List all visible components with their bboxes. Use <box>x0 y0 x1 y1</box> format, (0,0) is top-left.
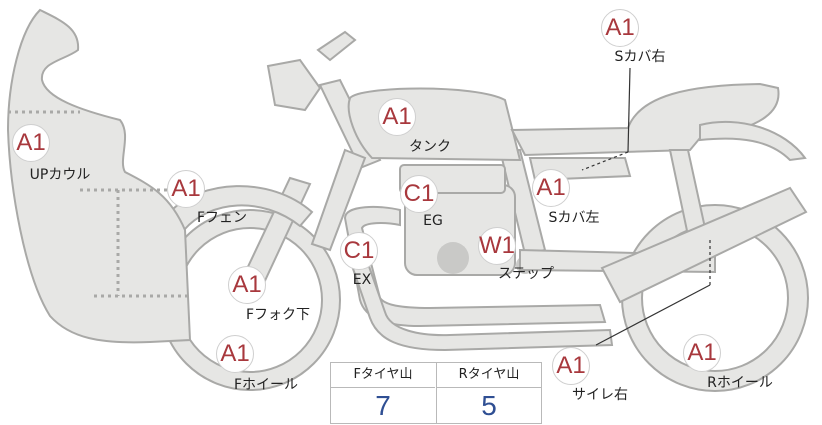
exhaust-pipe-lower <box>348 253 614 352</box>
grade-badge-exhaust[interactable]: C1 <box>340 232 378 270</box>
grade-badge-step[interactable]: W1 <box>478 227 516 265</box>
muffler-shape <box>600 186 808 304</box>
part-label-r-wheel: Rホイール <box>707 375 773 391</box>
front-tread-value: 7 <box>375 390 391 421</box>
part-label-engine: EG <box>423 213 443 229</box>
rear-fender <box>699 121 807 162</box>
grade-badge-r-wheel[interactable]: A1 <box>683 334 721 372</box>
grade-badge-muffler-right[interactable]: A1 <box>552 347 590 385</box>
handlebar <box>316 30 357 62</box>
grade-badge-f-fork-lower[interactable]: A1 <box>228 266 266 304</box>
grade-badge-f-wheel[interactable]: A1 <box>216 335 254 373</box>
part-label-step: ステップ <box>498 266 554 282</box>
part-label-tank: タンク <box>409 139 451 155</box>
muffler-right-leader <box>595 284 711 346</box>
tire-tread-table: Fタイヤ山 7 Rタイヤ山 5 <box>330 362 542 424</box>
rear-tread-column: Rタイヤ山 5 <box>436 363 541 423</box>
grade-badge-s-cover-left[interactable]: A1 <box>532 169 570 207</box>
front-tread-column: Fタイヤ山 7 <box>331 363 435 423</box>
seat <box>510 82 780 157</box>
part-label-s-cover-left: Sカバ左 <box>548 210 600 226</box>
rear-tread-value: 5 <box>481 390 497 421</box>
rear-tread-header: Rタイヤ山 <box>437 363 541 388</box>
part-label-f-fender: Fフェン <box>196 210 248 226</box>
part-label-s-cover-right: Sカバ右 <box>614 49 666 65</box>
grade-badge-s-cover-right[interactable]: A1 <box>601 9 639 47</box>
part-label-muffler-right: サイレ右 <box>572 387 628 403</box>
s-cover-right-leader <box>627 67 631 153</box>
part-label-f-fork-lower: Fフォク下 <box>245 307 311 323</box>
frame-down <box>310 148 367 252</box>
s-cover-right-leader-dash <box>581 151 629 171</box>
grade-badge-up-cowl[interactable]: A1 <box>12 124 50 162</box>
grade-badge-f-fender[interactable]: A1 <box>167 170 205 208</box>
part-label-up-cowl: UPカウル <box>29 167 91 183</box>
part-label-exhaust: EX <box>352 272 372 288</box>
grade-badge-engine[interactable]: C1 <box>400 175 438 213</box>
upper-cowl-shape <box>6 8 192 344</box>
engine-cover <box>437 242 469 274</box>
headlight-bracket <box>266 58 322 112</box>
part-label-f-wheel: Fホイール <box>233 377 299 393</box>
front-fender-shape <box>168 185 314 232</box>
front-tread-header: Fタイヤ山 <box>331 363 435 388</box>
grade-badge-tank[interactable]: A1 <box>378 98 416 136</box>
